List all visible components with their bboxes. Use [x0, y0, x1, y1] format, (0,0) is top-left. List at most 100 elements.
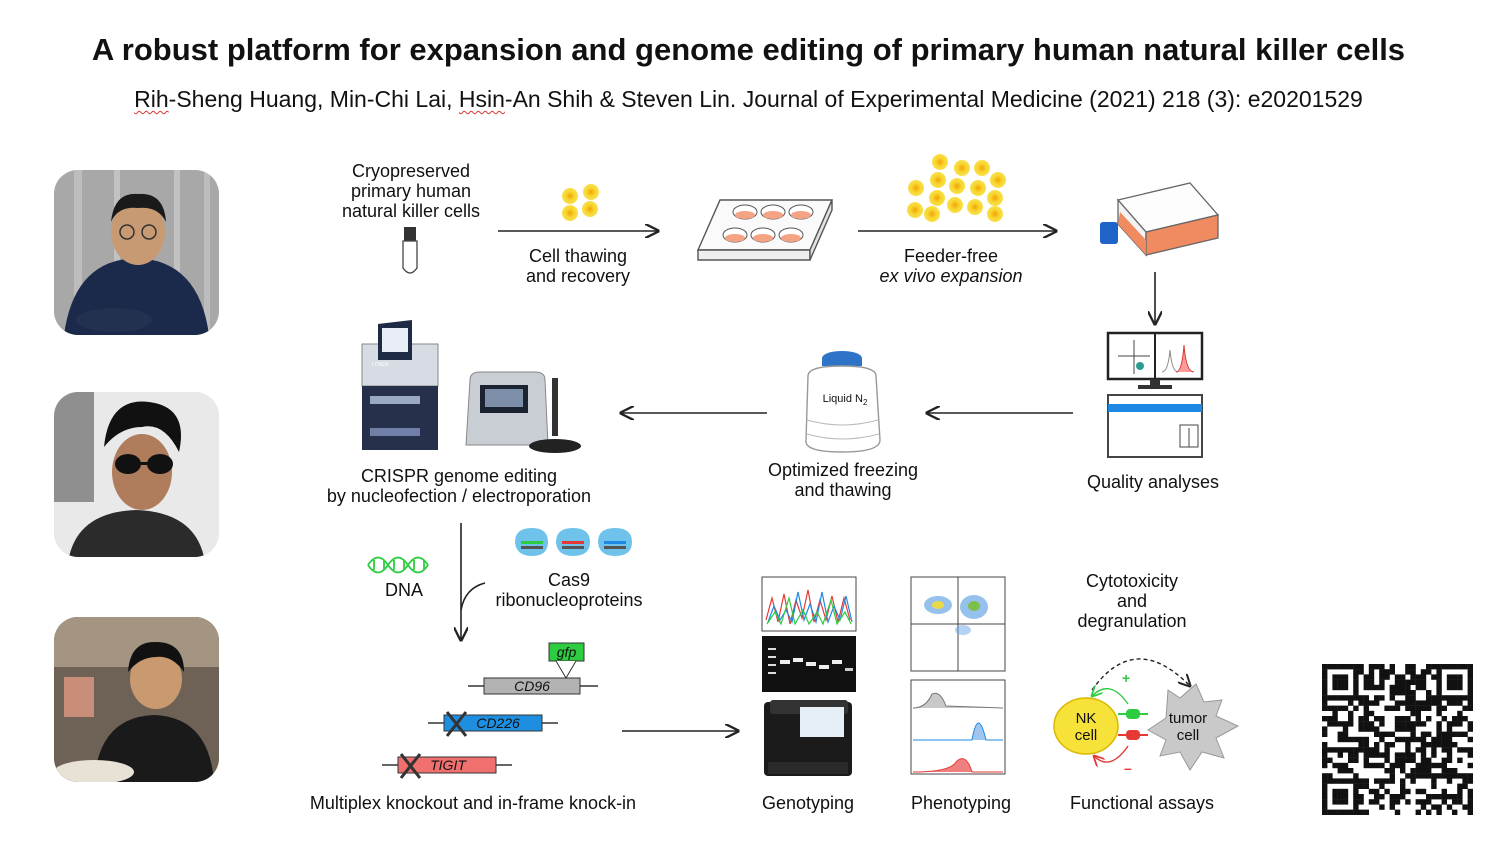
qr-module [1467, 747, 1473, 753]
qr-module [1457, 664, 1463, 670]
qr-module [1467, 674, 1473, 680]
qr-module [1394, 684, 1401, 691]
qr-module [1389, 794, 1395, 800]
qr-module [1379, 674, 1385, 680]
qr-module [1410, 664, 1416, 670]
qr-module [1441, 768, 1447, 774]
qr-module [1358, 726, 1364, 732]
qr-module [1379, 679, 1385, 685]
qr-module [1363, 762, 1369, 769]
qr-module [1389, 768, 1395, 774]
nk-cells-small-group-icon [562, 184, 599, 221]
qr-module [1337, 684, 1343, 691]
cd226-gene-label: CD226 [476, 715, 520, 731]
qr-module [1353, 679, 1359, 685]
person-1-illustration [54, 170, 219, 335]
qr-module [1426, 768, 1432, 774]
label-line: and [1116, 591, 1148, 611]
label-line: primary human [350, 181, 472, 201]
qr-module [1400, 788, 1406, 795]
qr-module [1405, 700, 1411, 706]
qr-module [1322, 664, 1328, 670]
qr-module [1436, 721, 1442, 727]
qr-module [1322, 783, 1328, 789]
qr-module [1415, 721, 1421, 727]
qr-module [1426, 700, 1432, 706]
qr-module [1415, 705, 1421, 711]
label-line: and thawing [794, 480, 892, 500]
qr-module [1322, 716, 1328, 722]
qr-module [1353, 752, 1359, 758]
functional-assays-label: Functional assays [1069, 793, 1215, 813]
qr-module [1457, 695, 1463, 701]
qr-module [1446, 684, 1453, 691]
qr-module [1342, 809, 1349, 815]
qr-module [1374, 752, 1380, 758]
qr-module [1441, 695, 1447, 701]
qr-module [1436, 726, 1442, 732]
qr-module [1394, 690, 1401, 696]
qr-module [1342, 794, 1349, 800]
qr-module [1452, 773, 1458, 779]
qr-module [1374, 794, 1380, 800]
qr-module [1426, 794, 1432, 800]
qr-module [1322, 804, 1328, 810]
qr-module [1415, 773, 1421, 779]
qr-module [1415, 716, 1421, 722]
qr-module [1467, 794, 1473, 800]
qr-module [1457, 731, 1463, 737]
qr-module [1431, 773, 1437, 779]
nk-cells-expanded-group-icon [907, 154, 1006, 222]
qr-module [1368, 726, 1375, 732]
qr-module [1374, 747, 1380, 753]
qr-module [1452, 768, 1458, 774]
qr-module [1337, 695, 1343, 701]
qr-module [1353, 783, 1359, 789]
author-photo-3 [54, 617, 219, 782]
label-line-italic: ex vivo expansion [879, 266, 1023, 286]
qr-module [1348, 809, 1354, 815]
qr-module [1446, 804, 1453, 810]
qr-module [1353, 794, 1359, 800]
qr-module [1348, 710, 1354, 717]
qr-module [1420, 799, 1427, 805]
qr-module [1467, 762, 1473, 769]
qr-module [1384, 757, 1390, 763]
qr-module [1400, 674, 1406, 680]
qr-module [1410, 674, 1416, 680]
qr-module [1426, 742, 1432, 748]
qr-module [1384, 674, 1390, 680]
six-well-plate-icon [696, 199, 834, 261]
qr-module [1374, 799, 1380, 805]
qr-module [1446, 700, 1453, 706]
qr-module [1379, 695, 1385, 701]
qr-module [1379, 778, 1385, 784]
label-line: cell [1074, 727, 1098, 744]
qr-module [1374, 731, 1380, 737]
qr-module [1457, 700, 1463, 706]
qr-module [1420, 674, 1427, 680]
qr-module [1467, 809, 1473, 815]
qr-module [1415, 799, 1421, 805]
qr-module [1400, 752, 1406, 758]
cas9-label: Cas9 ribonucleoproteins [480, 570, 658, 610]
qr-module [1452, 731, 1458, 737]
qr-module [1374, 742, 1380, 748]
qr-module [1389, 669, 1395, 675]
qr-module [1363, 752, 1369, 758]
qr-module [1379, 736, 1385, 743]
qr-module [1436, 794, 1442, 800]
qr-module [1389, 695, 1395, 701]
qr-module [1436, 804, 1442, 810]
qr-module [1358, 747, 1364, 753]
gfp-gene-label: gfp [556, 644, 577, 660]
qr-module [1368, 684, 1375, 691]
qr-module [1342, 736, 1349, 743]
qr-module [1420, 731, 1427, 737]
nk-tumor-interaction-icon [1053, 658, 1240, 771]
qr-module [1322, 747, 1328, 753]
qr-module [1363, 726, 1369, 732]
qr-module [1327, 809, 1333, 815]
qr-module [1358, 695, 1364, 701]
qr-module [1332, 762, 1338, 769]
